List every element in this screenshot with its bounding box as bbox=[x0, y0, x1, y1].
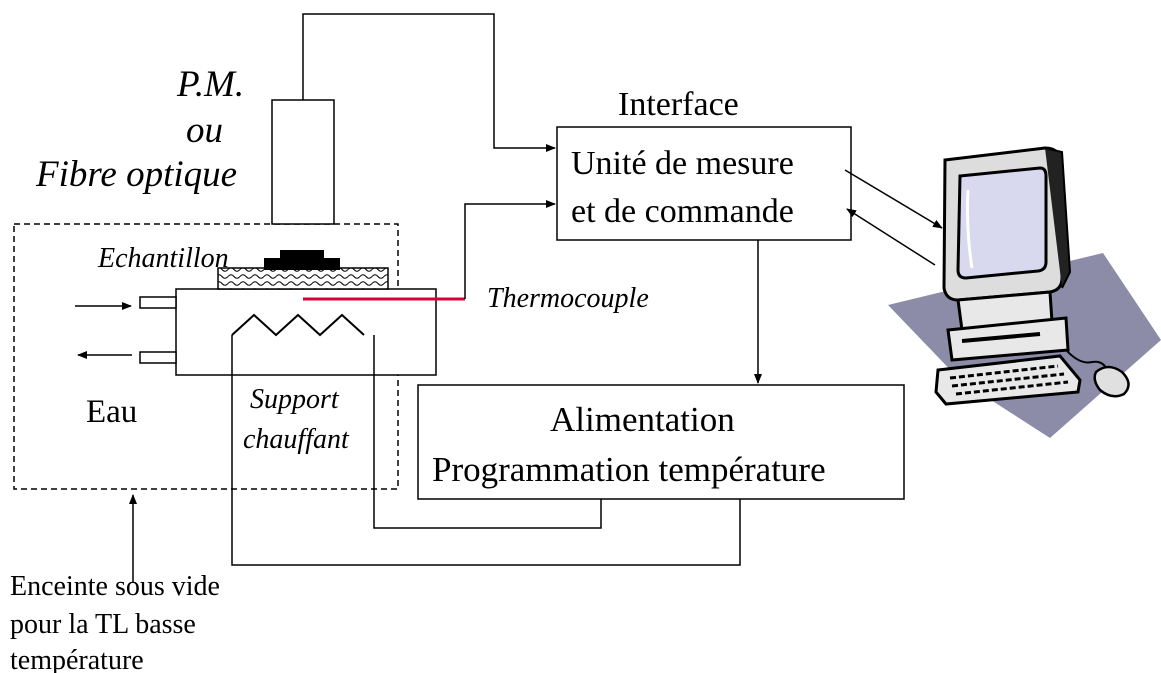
heater-block bbox=[175, 288, 437, 376]
pm-box bbox=[271, 99, 335, 225]
computer-to-unit-arrow bbox=[846, 208, 936, 266]
heater-label-line1: Support bbox=[250, 384, 339, 415]
heating-element bbox=[231, 313, 365, 337]
chamber-label-line1: Enceinte sous vide bbox=[10, 571, 220, 602]
sample-label: Echantillon bbox=[98, 243, 229, 274]
measure-unit-box bbox=[556, 126, 852, 241]
measure-unit-line2: et de commande bbox=[571, 193, 794, 230]
optical-fiber-label: Fibre optique bbox=[36, 154, 238, 195]
thermocouple-label: Thermocouple bbox=[487, 283, 649, 314]
measure-unit-line1: Unité de mesure bbox=[571, 145, 794, 182]
water-outlet-pipe bbox=[139, 351, 177, 364]
water-inlet-pipe bbox=[139, 296, 177, 309]
pm-or-label: ou bbox=[186, 110, 223, 151]
pm-signal-wire bbox=[302, 13, 556, 152]
thermocouple-signal-wire bbox=[464, 200, 556, 299]
chamber-label-line3: température bbox=[10, 645, 144, 673]
heater-lead-left bbox=[231, 335, 741, 566]
heater-label-line2: chauffant bbox=[243, 424, 349, 455]
power-supply-line2: Programmation température bbox=[432, 450, 826, 489]
power-supply-box bbox=[417, 384, 905, 500]
sample-layer bbox=[217, 267, 389, 290]
vacuum-chamber bbox=[13, 223, 399, 490]
water-label: Eau bbox=[86, 394, 138, 430]
unit-to-computer-arrow bbox=[844, 169, 943, 229]
power-supply-line1: Alimentation bbox=[550, 400, 735, 439]
computer-icon bbox=[888, 146, 1161, 438]
sample-holder-cap bbox=[264, 250, 340, 270]
pm-label: P.M. bbox=[177, 64, 245, 105]
chamber-label-line2: pour la TL basse bbox=[10, 609, 196, 640]
heater-lead-right bbox=[373, 335, 602, 529]
interface-label: Interface bbox=[618, 86, 739, 123]
